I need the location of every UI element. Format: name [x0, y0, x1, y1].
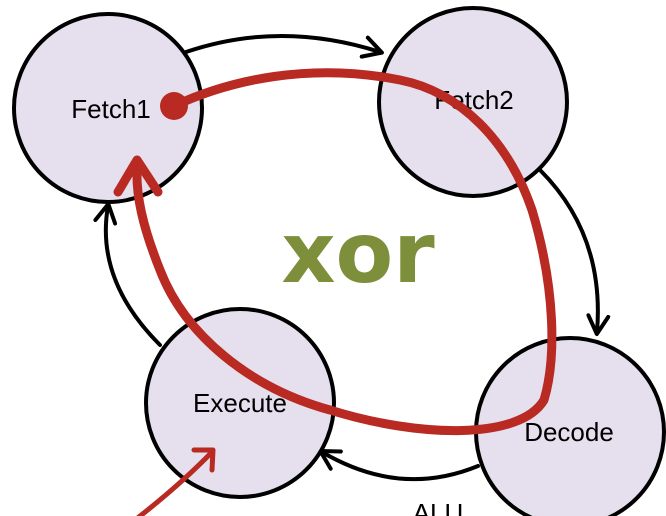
highlighted-path-start-dot	[160, 92, 188, 120]
instruction-label: xor	[281, 204, 435, 302]
edge-label-alu: ALU	[413, 498, 464, 516]
edge-fetch1-to-fetch2	[184, 34, 384, 59]
state-execute-label: Execute	[193, 388, 287, 418]
edge-fetch2-to-decode	[538, 168, 611, 336]
state-decode-label: Decode	[524, 417, 614, 447]
edge-execute-to-fetch1	[93, 202, 162, 347]
edge-decode-to-execute	[318, 448, 480, 482]
highlighted-path	[132, 68, 557, 435]
state-fetch2	[377, 6, 569, 198]
state-fetch1	[12, 12, 204, 204]
pointer-arrow-head	[191, 447, 216, 473]
pointer-arrow	[136, 449, 215, 516]
highlighted-path-arrowhead	[113, 155, 163, 197]
state-fetch1-label: Fetch1	[71, 94, 151, 124]
